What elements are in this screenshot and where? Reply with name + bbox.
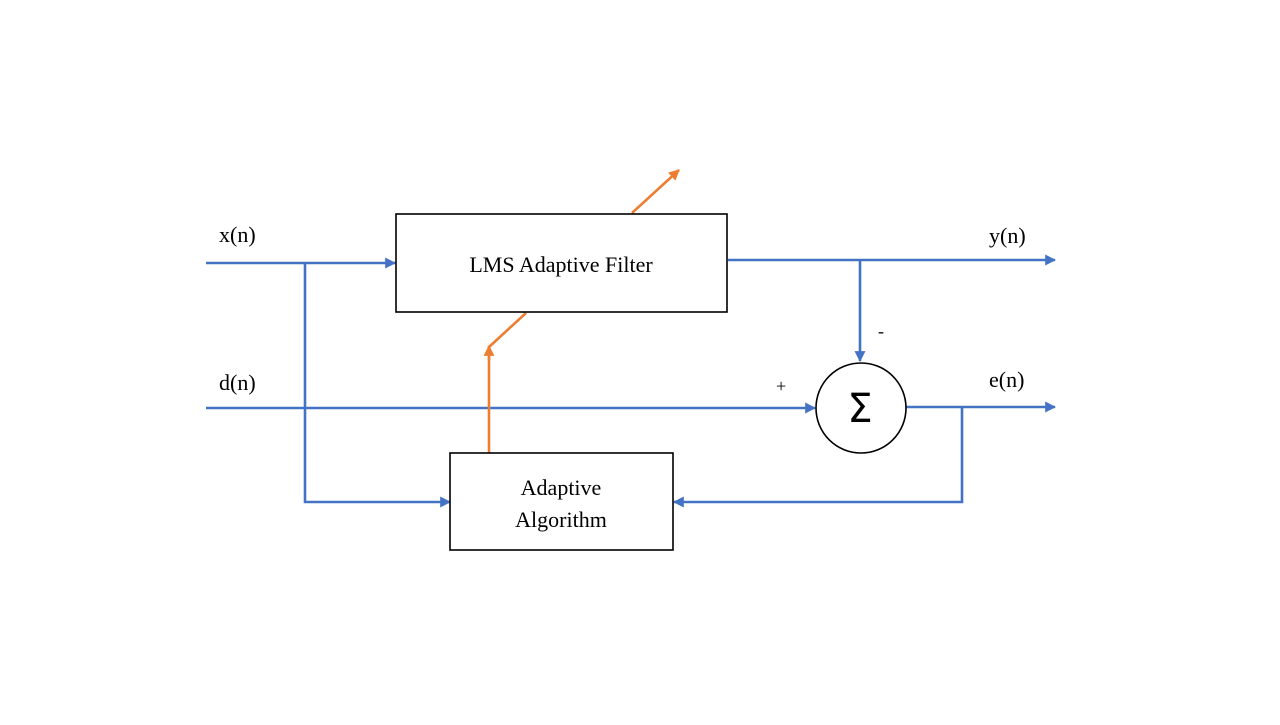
adaptation-path [483,169,680,453]
signal-wires [206,254,1057,508]
error-feedback-line [672,407,964,508]
input-signal-label: x(n) [219,222,256,247]
output-signal-label: y(n) [989,223,1026,248]
desired-signal-label: d(n) [219,370,256,395]
adaptive-algorithm-label-line1: Adaptive [521,475,602,500]
input-branch-line [303,263,452,508]
lms-filter-label: LMS Adaptive Filter [469,252,653,277]
plus-sign-label: + [776,376,786,396]
error-signal-label: e(n) [989,367,1024,392]
adaptive-algorithm-label-line2: Algorithm [515,507,607,532]
adaptive-algorithm-box [449,452,674,551]
summing-junction: Σ [815,362,907,454]
lms-filter-block: LMS Adaptive Filter [395,213,728,313]
sigma-icon: Σ [847,386,872,432]
minus-sign-label: - [878,321,884,341]
summer-circle [815,362,907,454]
lms-filter-box [395,213,728,313]
adaptation-arrow-icon [631,169,680,214]
adaptive-algorithm-block: Adaptive Algorithm [449,452,674,551]
algorithm-to-filter-line [487,312,527,453]
